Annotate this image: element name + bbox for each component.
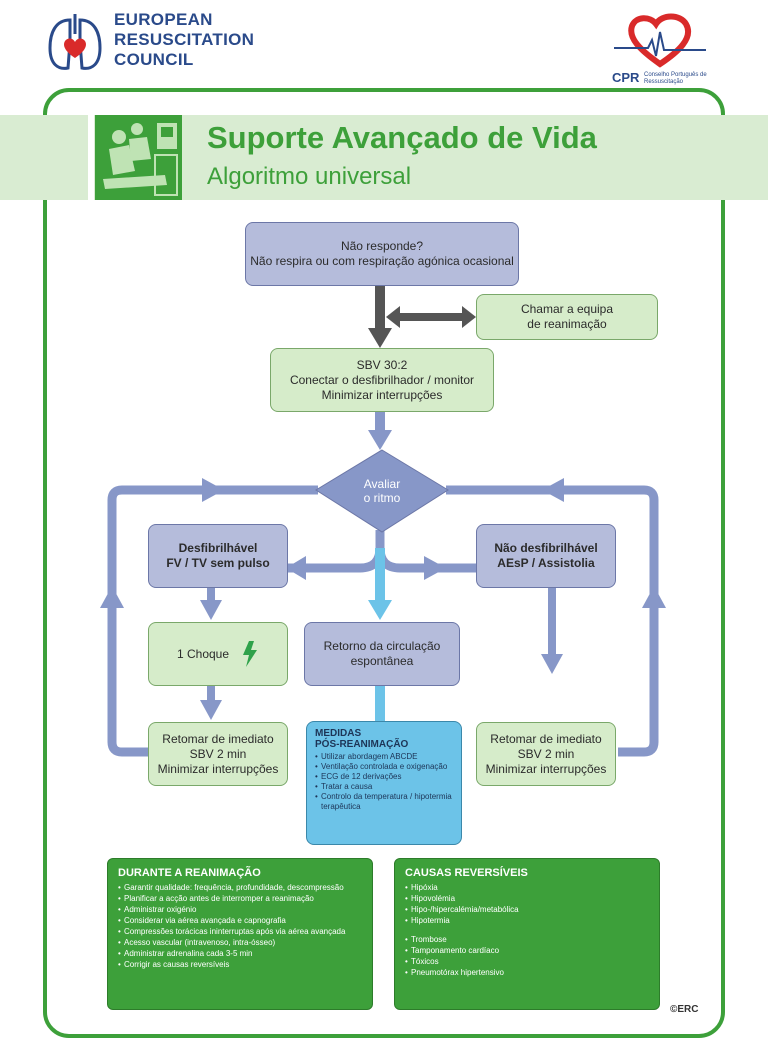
title-band-divider: [88, 115, 94, 200]
list-item: Administrar adrenalina cada 3-5 min: [118, 948, 362, 959]
list-item: Tratar a causa: [315, 782, 453, 792]
erc-org-name: EUROPEAN RESUSCITATION COUNCIL: [114, 10, 254, 70]
org-line: COUNCIL: [114, 50, 194, 69]
right-loop-up-arrow: [642, 586, 666, 608]
cpr-subtitle: Conselho Português de Ressuscitação: [644, 72, 707, 85]
erc-copyright-mark: ©ERC: [670, 1004, 699, 1015]
list-gap: [405, 926, 649, 932]
shock-to-resume-head: [200, 700, 222, 720]
reversible-causes-title: CAUSAS REVERSÍVEIS: [405, 867, 528, 879]
list-item: Trombose: [405, 934, 649, 945]
bls-box: SBV 30:2 Conectar o desfibrilhador / mon…: [270, 348, 494, 412]
shockable-to-shock-shaft: [207, 587, 215, 603]
right-loop: [446, 485, 659, 757]
shock-box: 1 Choque: [148, 622, 288, 686]
list-item: Administrar oxigénio: [118, 904, 362, 915]
list-item: Corrigir as causas reversíveis: [118, 959, 362, 970]
erc-lungs-heart-logo: [48, 14, 102, 70]
bls-to-assess-head: [368, 430, 392, 450]
non-shockable-to-resume-head: [541, 654, 563, 674]
during-cpr-panel: DURANTE A REANIMAÇÃO Garantir qualidade:…: [107, 858, 373, 1010]
list-item: Considerar via aérea avançada e capnogra…: [118, 915, 362, 926]
rosc-to-post-connector: [375, 686, 385, 722]
during-cpr-list: Garantir qualidade: frequência, profundi…: [118, 882, 362, 970]
left-loop-right-arrow: [202, 478, 224, 502]
list-item: Planificar a acção antes de interromper …: [118, 893, 362, 904]
list-item: Acesso vascular (intravenoso, intra-ósse…: [118, 937, 362, 948]
left-loop-up-arrow: [100, 586, 124, 608]
list-item: Utilizar abordagem ABCDE: [315, 752, 453, 762]
poster-title: Suporte Avançado de Vida: [207, 120, 597, 155]
poster-subtitle: Algoritmo universal: [207, 163, 412, 190]
list-item: Compressões torácicas ininterruptas após…: [118, 926, 362, 937]
reversible-causes-list-2: Trombose Tamponamento cardíaco Tóxicos P…: [405, 934, 649, 978]
shock-to-resume-shaft: [207, 686, 215, 702]
grey-arrow-head: [368, 328, 392, 348]
cpr-label: CPR: [612, 70, 640, 85]
post-resus-title-2: PÓS-REANIMAÇÃO: [315, 739, 409, 750]
rosc-box: Retorno da circulação espontânea: [304, 622, 460, 686]
resume-cpr-left-box: Retomar de imediato SBV 2 min Minimizar …: [148, 722, 288, 786]
reversible-causes-list-1: Hipóxia Hipovolémia Hipo-/hipercalémia/m…: [405, 882, 649, 926]
lightning-bolt-icon: [243, 641, 258, 667]
shockable-box: Desfibrilhável FV / TV sem pulso: [148, 524, 288, 588]
resume-cpr-right-box: Retomar de imediato SBV 2 min Minimizar …: [476, 722, 616, 786]
non-shockable-to-resume-shaft: [548, 587, 556, 655]
branch-to-shockable-head: [286, 556, 306, 580]
call-team-arrow-right: [462, 306, 476, 328]
org-line: RESUSCITATION: [114, 30, 255, 49]
right-loop-left-arrow: [542, 478, 564, 502]
assess-rhythm-diamond: [315, 449, 449, 533]
org-line: EUROPEAN: [114, 10, 213, 29]
shockable-to-shock-head: [200, 600, 222, 620]
shock-label: 1 Choque: [176, 646, 230, 661]
post-resus-title-1: MEDIDAS: [315, 728, 362, 739]
rosc-arrow-shaft: [375, 548, 385, 602]
list-item: Pneumotórax hipertensivo: [405, 967, 649, 978]
list-item: Tamponamento cardíaco: [405, 945, 649, 956]
list-item: Ventilação controlada e oxigenação: [315, 762, 453, 772]
branch-to-non-shockable-head: [424, 556, 446, 580]
list-item: Hipotermia: [405, 915, 649, 926]
list-item: Controlo da temperatura / hipotermia ter…: [315, 792, 453, 812]
call-team-arrow-shaft: [396, 313, 462, 321]
call-team-box: Chamar a equipa de reanimação: [476, 294, 658, 340]
list-item: Hipo-/hipercalémia/metabólica: [405, 904, 649, 915]
list-item: ECG de 12 derivações: [315, 772, 453, 782]
left-loop: [107, 485, 318, 757]
assess-rhythm-label: Avaliar o ritmo: [363, 477, 401, 505]
post-resus-list: Utilizar abordagem ABCDE Ventilação cont…: [315, 752, 453, 812]
list-item: Tóxicos: [405, 956, 649, 967]
post-resuscitation-box: MEDIDAS PÓS-REANIMAÇÃO Utilizar abordage…: [306, 721, 462, 845]
resuscitation-team-illustration: [95, 115, 182, 200]
non-shockable-box: Não desfibrilhável AEsP / Assistolia: [476, 524, 616, 588]
cpr-heart-logo: [614, 13, 706, 68]
list-item: Hipovolémia: [405, 893, 649, 904]
bls-to-assess-shaft: [375, 412, 385, 432]
call-team-arrow-left: [386, 306, 400, 328]
grey-arrow-shaft: [375, 286, 385, 330]
list-item: Hipóxia: [405, 882, 649, 893]
rosc-arrow-head: [368, 600, 392, 620]
reversible-causes-panel: CAUSAS REVERSÍVEIS Hipóxia Hipovolémia H…: [394, 858, 660, 1010]
unresponsive-box: Não responde? Não respira ou com respira…: [245, 222, 519, 286]
during-cpr-title: DURANTE A REANIMAÇÃO: [118, 867, 261, 879]
list-item: Garantir qualidade: frequência, profundi…: [118, 882, 362, 893]
